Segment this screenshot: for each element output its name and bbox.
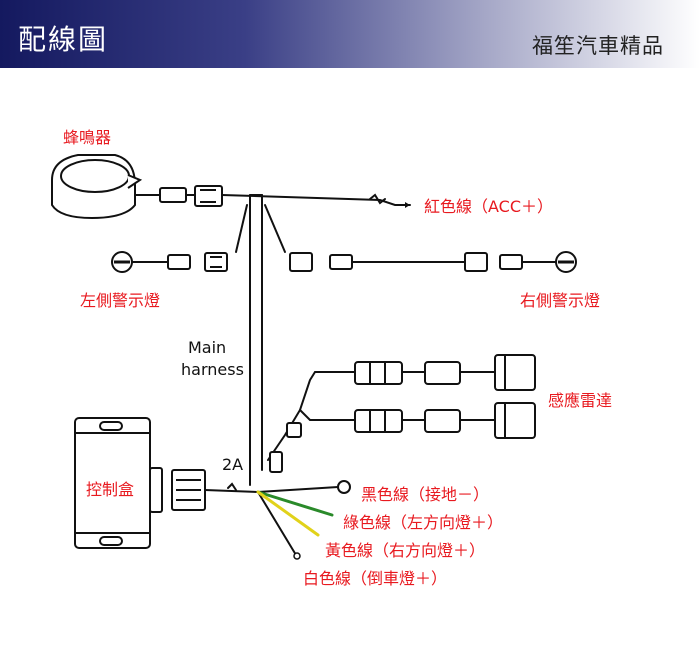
black-wire bbox=[257, 486, 339, 493]
acc-top-line bbox=[221, 194, 411, 206]
black-wire-label: 黑色線（接地－） bbox=[361, 485, 490, 504]
harness-label-line1: Main bbox=[188, 338, 227, 357]
radar-sensors bbox=[269, 354, 536, 473]
red-wire-label: 紅色線（ACC＋） bbox=[424, 197, 554, 216]
buzzer-device bbox=[51, 154, 223, 220]
green-wire-label: 綠色線（左方向燈＋） bbox=[343, 513, 504, 532]
fuse-label: 2A bbox=[222, 455, 244, 474]
controller-label: 控制盒 bbox=[86, 480, 135, 499]
right-warning-light bbox=[289, 251, 577, 273]
left-light-label: 左側警示燈 bbox=[80, 291, 161, 310]
left-light-branch bbox=[235, 204, 248, 253]
right-light-branch bbox=[264, 204, 286, 253]
harness-label-line2: harness bbox=[181, 360, 244, 379]
header-banner: 配線圖 福笙汽車精品 bbox=[0, 0, 700, 68]
controller-cable bbox=[204, 489, 259, 493]
right-light-label: 右側警示燈 bbox=[520, 291, 601, 310]
sensors-label: 感應雷達 bbox=[548, 391, 613, 410]
left-warning-light bbox=[111, 251, 228, 273]
green-wire bbox=[256, 490, 334, 517]
buzzer-label: 蜂鳴器 bbox=[63, 128, 112, 147]
yellow-wire-label: 黃色線（右方向燈＋） bbox=[325, 541, 486, 560]
page-title: 配線圖 bbox=[18, 23, 109, 56]
white-wire-label: 白色線（倒車燈＋） bbox=[303, 569, 448, 588]
brand-name: 福笙汽車精品 bbox=[532, 34, 664, 58]
sensor-cable bbox=[267, 371, 356, 461]
ground-ring-terminal bbox=[337, 480, 351, 494]
yellow-wire bbox=[256, 490, 320, 537]
controller-box bbox=[74, 417, 206, 549]
white-wire bbox=[257, 491, 297, 556]
